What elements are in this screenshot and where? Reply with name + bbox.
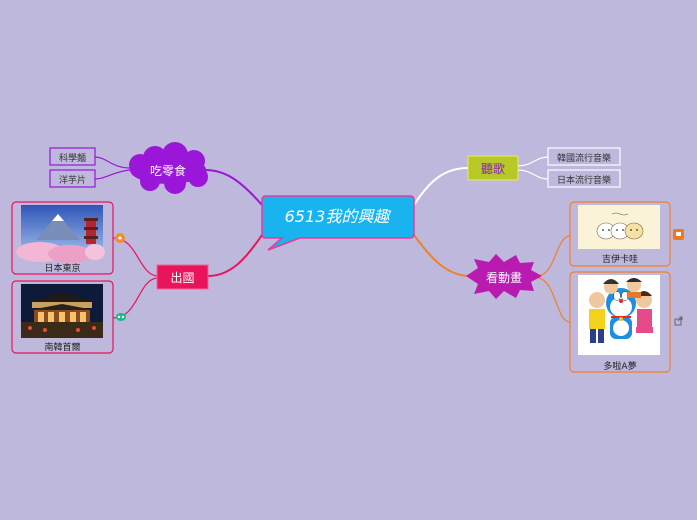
seoul-image (21, 284, 103, 338)
doraemon-caption: 多啦A夢 (603, 362, 637, 372)
chiikawa-image (578, 205, 660, 249)
music-item-label: 韓國流行音樂 (556, 154, 611, 164)
branch-snacks-label: 吃零食 (149, 164, 186, 178)
connector-music-item1 (517, 156, 549, 167)
connector-snacks-item1 (94, 156, 131, 169)
music-item-box[interactable] (547, 169, 621, 188)
travel-card-seoul[interactable] (11, 280, 114, 354)
doraemon-external-link-icon[interactable] (674, 316, 683, 326)
chiikawa-note-icon[interactable] (673, 229, 684, 240)
connector-anime-item1 (537, 235, 571, 277)
snacks-item-box[interactable] (49, 147, 96, 166)
music-item-box[interactable] (547, 147, 621, 166)
connector-snacks-item2 (94, 169, 131, 180)
snacks-item-label: 科學麵 (58, 154, 86, 164)
connector-central-music (413, 167, 469, 206)
branch-music-box[interactable] (467, 155, 519, 181)
snacks-item-box[interactable] (49, 169, 96, 188)
branch-music-label: 聽歌 (480, 162, 505, 176)
connector-travel-item2 (112, 277, 158, 319)
anime-card-doraemon[interactable] (569, 271, 671, 373)
travel-tokyo-marker-icon[interactable] (115, 233, 125, 243)
branch-travel-label: 出國 (170, 271, 195, 285)
travel-card-tokyo[interactable] (11, 201, 114, 275)
tokyo-image (16, 205, 105, 263)
travel-seoul-marker-icon[interactable] (116, 313, 126, 321)
connector-central-travel (207, 234, 263, 277)
branch-anime-burst[interactable] (466, 254, 542, 299)
tokyo-caption: 日本東京 (44, 264, 81, 274)
central-topic[interactable] (261, 195, 415, 251)
connector-anime-item2 (537, 277, 571, 323)
snacks-item-label: 洋芋片 (58, 176, 86, 186)
chiikawa-caption: 吉伊卡哇 (601, 255, 638, 265)
connector-music-item2 (517, 169, 549, 180)
central-topic-title: 6513我的興趣 (284, 207, 390, 226)
music-item-label: 日本流行音樂 (556, 176, 611, 186)
branch-travel-box[interactable] (156, 264, 209, 290)
branch-anime-label: 看動畫 (485, 271, 522, 285)
connector-central-snacks (204, 169, 263, 206)
doraemon-image (578, 275, 660, 355)
seoul-caption: 南韓首爾 (44, 343, 81, 353)
connector-travel-item1 (112, 237, 158, 277)
connector-central-anime (413, 234, 471, 277)
anime-card-chiikawa[interactable] (569, 201, 671, 267)
branch-snacks-cloud[interactable] (129, 142, 208, 194)
